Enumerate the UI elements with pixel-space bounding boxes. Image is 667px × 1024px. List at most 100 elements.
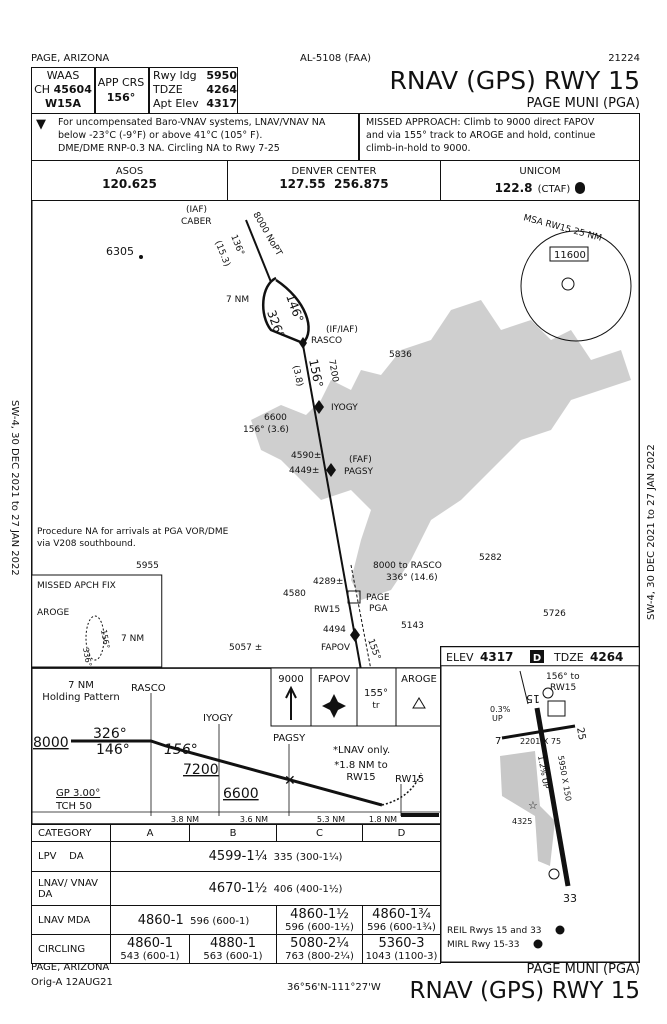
category-c: C xyxy=(276,824,363,842)
freq-value: 127.55 256.875 xyxy=(279,177,389,191)
lnav-ab: 4860-1 596 (600-1) xyxy=(110,905,277,935)
vdp-note: *1.8 NM to xyxy=(334,760,387,771)
missed-fix-title: MISSED APCH FIX xyxy=(37,581,116,591)
footer-location: PAGE, ARIZONA xyxy=(31,962,110,973)
obstacle: 4494 xyxy=(323,625,346,635)
procedure-note: Procedure NA for arrivals at PGA VOR/DME xyxy=(37,527,229,537)
elev-label: ELEV xyxy=(446,651,474,664)
hold-crs-336: 336° xyxy=(81,647,93,668)
gradient-label: 0.3% xyxy=(490,705,511,714)
app-crs-value: 156° xyxy=(106,91,136,104)
app-crs: APP CRS 156° xyxy=(96,75,146,105)
rw15-label: RW15 xyxy=(314,605,340,615)
msa-circle: MSA RW15 25 NM 11600 xyxy=(520,213,632,342)
freq-unicom: UNICOM 122.8 (CTAF) xyxy=(441,161,639,200)
missed-approach-text: MISSED APPROACH: Climb to 9000 direct FA… xyxy=(366,116,595,155)
lighting-note: REIL Rwys 15 and 33 xyxy=(447,926,542,936)
elev-value: 4317 xyxy=(480,650,513,664)
terrain-elevation: 5282 xyxy=(479,553,502,563)
apt-elev-label: Apt Elev xyxy=(153,97,199,110)
crs-146: 146° xyxy=(96,742,130,758)
pagsy-fix-icon: ✕ xyxy=(284,773,296,789)
tch: TCH 50 xyxy=(55,801,92,812)
plan-view: MSA RW15 25 NM 11600 (IAF) CABER 8000 No… xyxy=(31,200,640,669)
alt-6600: 6600 xyxy=(223,786,259,802)
iyogy-label: IYOGY xyxy=(331,403,358,413)
page-vor-label: PAGE xyxy=(366,593,390,603)
note-line: For uncompensated Baro-VNAV systems, LNA… xyxy=(58,117,326,128)
circling-label: CIRCLING xyxy=(31,934,111,964)
fapov-label: FAPOV xyxy=(321,643,351,653)
divider xyxy=(94,68,96,113)
divider xyxy=(358,114,360,160)
rwy-7-label: 7 xyxy=(495,736,501,747)
distance-label: 5.3 NM xyxy=(317,815,345,824)
dist-38: (3.8) xyxy=(290,365,304,388)
header-location: PAGE, ARIZONA xyxy=(31,53,110,64)
crs-146: 146° xyxy=(283,292,306,324)
approach-light-icon xyxy=(548,868,560,880)
distance-label: 3.6 NM xyxy=(240,815,268,824)
lighting-icon xyxy=(533,939,543,949)
lnav-vnav-minimums: 4670-1½ 406 (400-1½) xyxy=(110,871,441,906)
table-row: LNAV/ VNAV DA 4670-1½ 406 (400-1½) xyxy=(31,871,441,906)
obstacle: 4580 xyxy=(283,589,306,599)
rasco-label: RASCO xyxy=(311,336,342,346)
lake-powell xyxy=(251,300,631,600)
tdze-label: TDZE xyxy=(153,83,183,96)
glidepath xyxy=(71,739,383,807)
runway-7-25 xyxy=(501,724,576,740)
dist-153: (15.3) xyxy=(212,239,231,268)
rwy-25-label: 25 xyxy=(574,727,587,741)
rw15-label: RW15 xyxy=(395,774,424,785)
aroge-label: AROGE xyxy=(37,608,69,618)
missed-track: 155° xyxy=(364,688,388,699)
freq-name: UNICOM xyxy=(519,166,561,177)
ctaf-label: (CTAF) xyxy=(537,184,571,195)
validity-left: SW-4, 30 DEC 2021 to 27 JAN 2022 xyxy=(9,400,20,576)
holding-label: 7 NM xyxy=(68,680,94,691)
final-course xyxy=(302,344,362,669)
frequency-box: ASOS 120.625 DENVER CENTER 127.55 256.87… xyxy=(31,160,640,201)
rwy-ldg-label: Rwy ldg xyxy=(153,69,197,82)
obstacle: 4590± xyxy=(291,451,321,461)
apron-area xyxy=(500,751,555,866)
alt-7200: 7200 xyxy=(183,762,219,778)
pagsy-label: PAGSY xyxy=(344,467,374,477)
notes-box: ▼ For uncompensated Baro-VNAV systems, L… xyxy=(31,113,640,161)
obstacle: 4449± xyxy=(289,466,319,476)
beacon-icon: ☆ xyxy=(528,799,538,812)
note-line: below -23°C (-9°F) or above 41°C (105° F… xyxy=(58,130,263,141)
alt-6600: 6600 xyxy=(264,413,287,423)
gradient-label: UP xyxy=(492,714,503,723)
pga-vor-label: PGA xyxy=(369,604,388,614)
chart-id: AL-5108 (FAA) xyxy=(300,53,372,64)
table-row: CATEGORY A B C D xyxy=(31,824,441,842)
ch-value: 45604 xyxy=(53,83,92,96)
freq-name: ASOS xyxy=(115,166,144,177)
ch-label: CH xyxy=(34,83,51,96)
minimums-table: CATEGORY A B C D LPV DA 4599-1¼ 335 (300… xyxy=(31,824,441,964)
rwy-7-25-dimensions: 2201 X 75 xyxy=(520,737,561,746)
terrain-elevation: 5726 xyxy=(543,609,566,619)
freq-asos: ASOS 120.625 xyxy=(32,161,228,200)
iyogy-fix-icon xyxy=(314,400,324,414)
freq-value: 120.625 xyxy=(102,177,157,191)
field-elevation-point: 4325 xyxy=(512,817,532,826)
waypoint-triangle-icon xyxy=(412,697,426,709)
footer-title: RNAV (GPS) RWY 15 xyxy=(409,978,640,1004)
airport-name: PAGE MUNI (PGA) xyxy=(526,96,640,111)
note-line: climb-in-hold to 9000. xyxy=(366,143,471,154)
profile-view: 7 NM Holding Pattern RASCO IYOGY PAGSY 8… xyxy=(31,668,441,825)
category-header: CATEGORY xyxy=(31,824,111,842)
category-a: A xyxy=(110,824,190,842)
rwy-ldg-value: 5950 xyxy=(206,69,237,82)
hold-distance: 7 NM xyxy=(226,295,249,305)
procedure-note: via V208 southbound. xyxy=(37,539,136,549)
crs-156: 156° xyxy=(306,358,326,389)
lighting-icon xyxy=(555,925,565,935)
